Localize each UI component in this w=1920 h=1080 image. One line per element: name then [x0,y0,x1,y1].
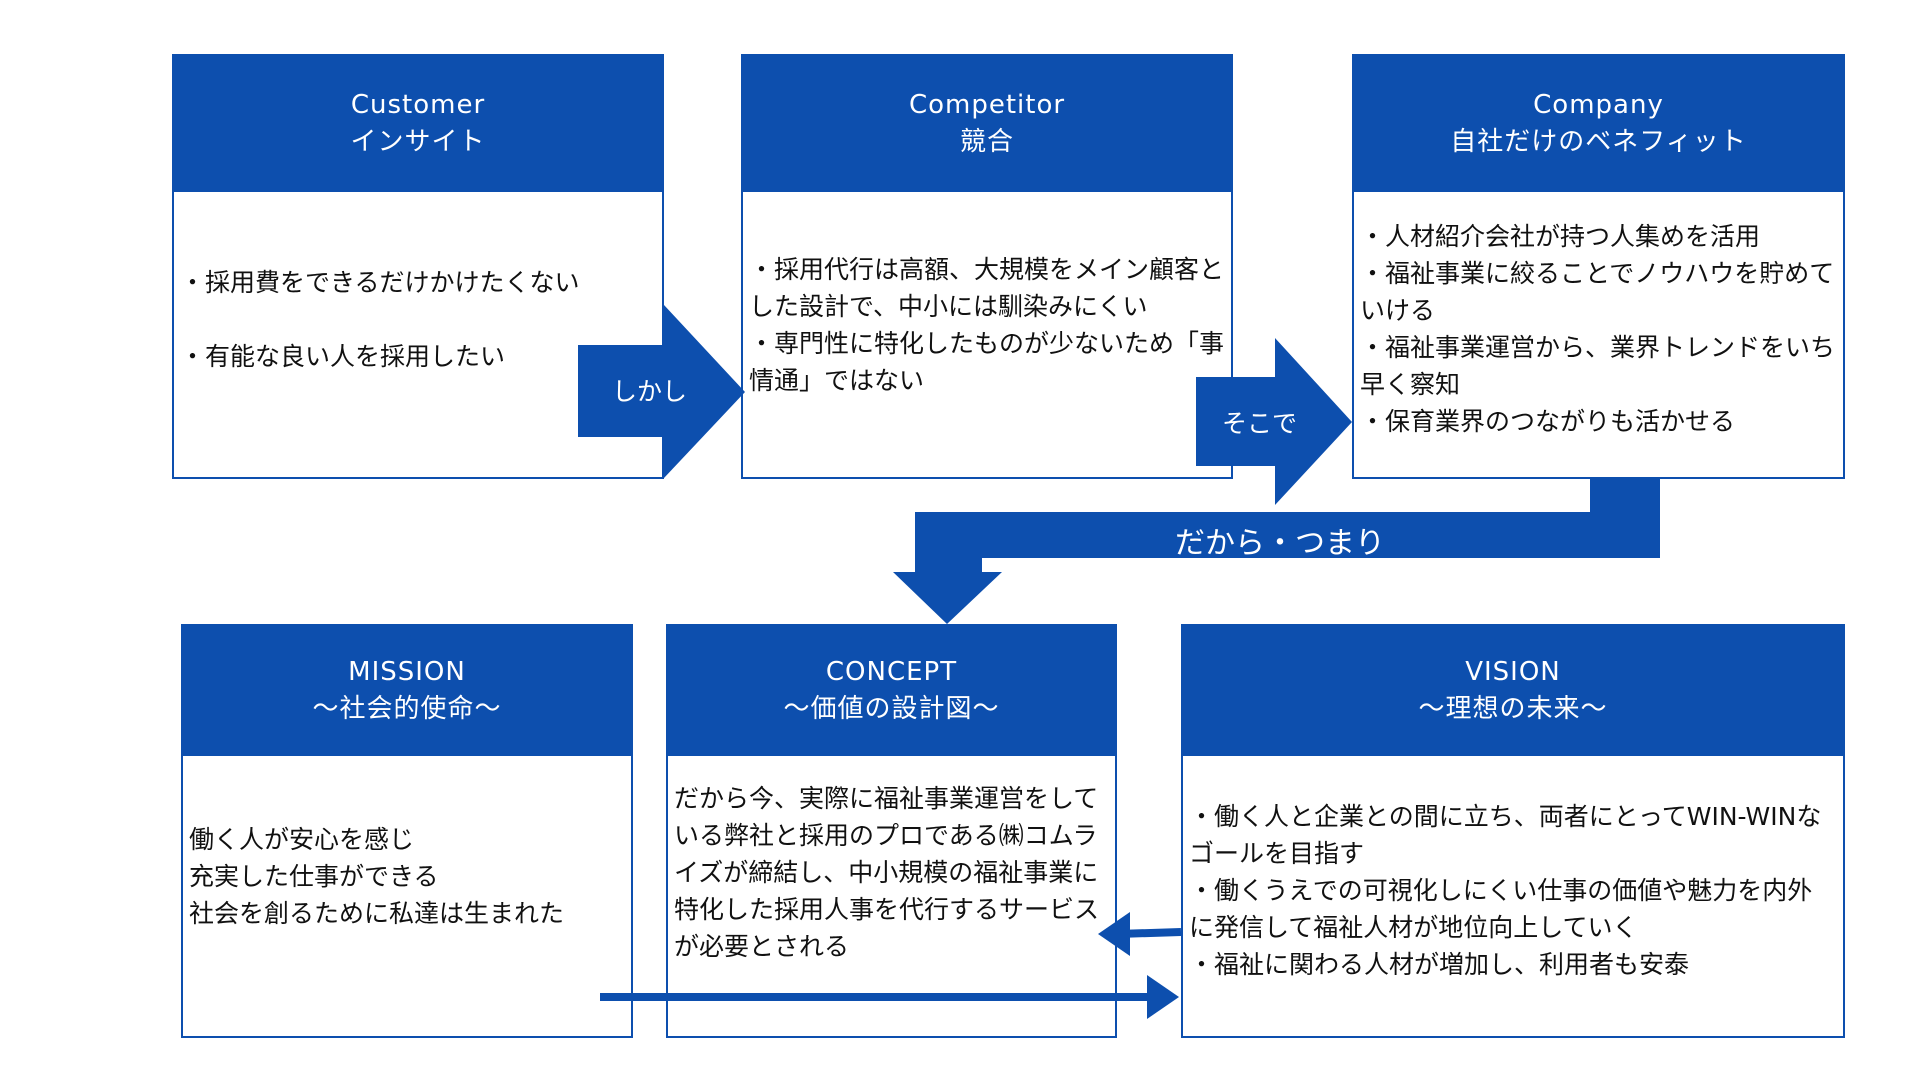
competitor-title-ja: 競合 [959,127,1014,157]
competitor-item-2: ・専門性に特化したものが少ないため「事情通」ではない [749,328,1225,395]
shikashi-arrow [578,305,745,478]
company-item-1: ・人材紹介会社が持つ人集めを活用 [1360,221,1761,251]
mission-title-en: MISSION [348,657,466,687]
customer-item-1: ・採用費をできるだけかけたくない [180,268,580,297]
mission-line-2: 充実した仕事ができる [189,861,439,891]
vision-to-concept-head [1098,912,1130,956]
customer-box: Customer インサイト ・採用費をできるだけかけたくない ・有能な良い人を… [172,54,664,479]
competitor-header: Competitor 競合 [743,56,1231,192]
customer-title-ja: インサイト [350,127,486,157]
vision-title-ja: 〜理想の未来〜 [1418,694,1608,724]
concept-title-en: CONCEPT [825,657,958,687]
customer-header: Customer インサイト [174,56,662,192]
concept-header: CONCEPT 〜価値の設計図〜 [668,626,1115,756]
company-header: Company 自社だけのベネフィット [1354,56,1843,192]
sokode-label: そこで [1222,409,1298,438]
concept-box: CONCEPT 〜価値の設計図〜 だから今、実際に福祉事業運営をしている弊社と採… [666,624,1117,1038]
company-item-4: ・保育業界のつながりも活かせる [1360,406,1736,436]
mission-line-1: 働く人が安心を感じ [189,824,415,854]
sokode-arrow [1196,338,1352,505]
company-item-2: ・福祉事業に絞ることでノウハウを貯めていける [1360,258,1835,325]
customer-body: ・採用費をできるだけかけたくない ・有能な良い人を採用したい [174,192,662,477]
company-title-ja: 自社だけのベネフィット [1450,127,1747,157]
competitor-item-1: ・採用代行は高額、大規模をメイン顧客とした設計で、中小には馴染みにくい [749,254,1225,321]
customer-title-en: Customer [350,90,486,120]
mission-line-3: 社会を創るために私達は生まれた [189,898,565,928]
company-title-en: Company [1533,90,1664,120]
mission-title-ja: 〜社会的使命〜 [312,694,502,724]
vision-body: ・働く人と企業との間に立ち、両者にとってWIN-WINなゴールを目指す ・働くう… [1183,756,1843,1036]
vision-item-2: ・働くうえでの可視化しにくい仕事の価値や魅力を内外に発信して福祉人材が地位向上し… [1189,876,1813,942]
vision-box: VISION 〜理想の未来〜 ・働く人と企業との間に立ち、両者にとってWIN-W… [1181,624,1845,1038]
dakara-label: だから・つまり [1175,526,1385,561]
competitor-box: Competitor 競合 ・採用代行は高額、大規模をメイン顧客とした設計で、中… [741,54,1233,479]
shikashi-label: しかし [612,377,688,406]
competitor-title-en: Competitor [908,90,1066,120]
concept-title-ja: 〜価値の設計図〜 [783,694,1000,724]
mission-body: 働く人が安心を感じ 充実した仕事ができる 社会を創るために私達は生まれた [183,756,631,1036]
mission-box: MISSION 〜社会的使命〜 働く人が安心を感じ 充実した仕事ができる 社会を… [181,624,633,1038]
company-item-3: ・福祉事業運営から、業界トレンドをいち早く察知 [1360,332,1836,399]
concept-text: だから今、実際に福祉事業運営をしている弊社と採用のプロである㈱コムライズが締結し… [674,784,1100,961]
company-box: Company 自社だけのベネフィット ・人材紹介会社が持つ人集めを活用 ・福祉… [1352,54,1845,479]
mission-header: MISSION 〜社会的使命〜 [183,626,631,756]
vision-item-1: ・働く人と企業との間に立ち、両者にとってWIN-WINなゴールを目指す [1189,802,1822,868]
competitor-body: ・採用代行は高額、大規模をメイン顧客とした設計で、中小には馴染みにくい ・専門性… [743,192,1231,477]
vision-title-en: VISION [1465,657,1561,687]
mission-to-vision-head [1147,975,1179,1019]
dakara-arrow [893,479,1660,624]
vision-item-3: ・福祉に関わる人材が増加し、利用者も安泰 [1189,950,1690,979]
concept-body: だから今、実際に福祉事業運営をしている弊社と採用のプロである㈱コムライズが締結し… [668,756,1115,1036]
company-body: ・人材紹介会社が持つ人集めを活用 ・福祉事業に絞ることでノウハウを貯めていける … [1354,192,1843,477]
customer-item-2: ・有能な良い人を採用したい [180,342,506,371]
vision-header: VISION 〜理想の未来〜 [1183,626,1843,756]
